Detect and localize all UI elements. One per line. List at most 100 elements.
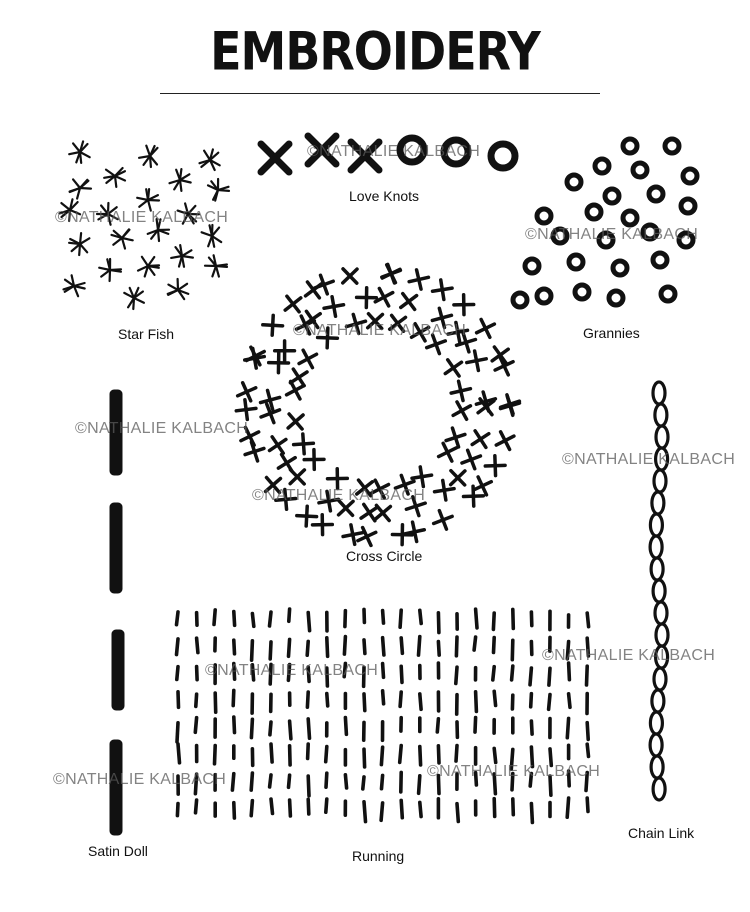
cross-circle-stitch: [303, 280, 324, 300]
cross-circle-stitch: [295, 504, 319, 528]
running-stitch: [380, 608, 386, 625]
star-fish-label: Star Fish: [118, 326, 175, 342]
running-stitch: [174, 637, 180, 657]
running-stitch: [324, 666, 330, 688]
running-stitch: [417, 608, 424, 626]
running-stitch: [397, 743, 404, 765]
cross-circle-stitch: [498, 393, 522, 416]
cross-circle-stitch: [272, 339, 297, 363]
running-stitch: [454, 635, 459, 658]
watermark-text: ©NATHALIE KALBACH: [307, 143, 481, 160]
chain-link-stitch: [654, 424, 670, 450]
cross-circle-stitch: [452, 293, 476, 317]
cross-circle-stitch: [449, 379, 473, 403]
granny-stitch: [662, 136, 682, 156]
chain-link-stitch: [651, 380, 667, 406]
cross-circle-stitch: [302, 447, 326, 472]
running-stitch: [548, 774, 553, 798]
cross-circle-stitch: [454, 331, 478, 354]
running-stitch: [380, 688, 386, 706]
cross-circle-stitch: [322, 295, 346, 318]
running-stitch: [250, 611, 256, 629]
cross-knot-stitch: [304, 132, 340, 168]
cross-circle-stitch: [461, 484, 486, 508]
cross-circle-stitch: [355, 478, 375, 498]
star-fish-stitch: [198, 148, 221, 172]
running-stitch: [529, 745, 535, 769]
running-stitch: [510, 607, 516, 631]
running-stitch: [492, 796, 497, 819]
star-fish-stitch: [110, 228, 134, 250]
granny-stitch: [640, 222, 660, 242]
granny-stitch: [676, 230, 696, 250]
running-stitch: [510, 771, 515, 792]
cross-circle-stitch: [407, 268, 431, 291]
star-fish-stitch: [170, 244, 194, 268]
star-fish-stitch: [166, 277, 190, 301]
cross-circle-stitch: [451, 400, 473, 422]
chain-link-label: Chain Link: [628, 825, 695, 841]
running-stitch: [286, 637, 292, 659]
star-fish-stitch: [168, 168, 192, 192]
cross-circle-stitch: [284, 379, 306, 401]
running-stitch: [343, 772, 349, 790]
running-stitch: [473, 770, 479, 787]
running-stitch: [584, 664, 590, 687]
running-stitch: [342, 661, 348, 679]
running-stitch: [566, 691, 572, 710]
granny-stitch: [564, 172, 584, 192]
cross-circle-stitch: [409, 321, 431, 343]
chain-link-stitch: [651, 776, 667, 802]
running-stitch: [565, 796, 571, 820]
running-stitch: [193, 798, 199, 815]
running-stitch: [509, 747, 515, 772]
cross-circle-stitch: [302, 309, 322, 330]
running-stitch: [455, 801, 461, 824]
running-stitch: [324, 771, 329, 790]
running-stitch: [343, 608, 348, 629]
running-stitch: [473, 689, 479, 714]
running-stitch: [305, 742, 311, 761]
running-stitch: [416, 634, 422, 657]
star-fish-stitch: [136, 255, 161, 278]
cross-circle-stitch: [274, 487, 298, 512]
star-fish-stitch: [200, 223, 223, 248]
cross-circle-stitch: [239, 425, 261, 447]
running-stitch: [323, 797, 329, 815]
running-stitch: [490, 664, 497, 682]
cross-circle-stitch: [436, 441, 459, 463]
cross-circle-stitch: [446, 320, 470, 344]
star-fish-stitch: [68, 178, 93, 200]
running-stitch: [306, 610, 312, 633]
cross-circle-stitch: [344, 312, 368, 336]
granny-stitch: [592, 156, 612, 176]
running-stitch: [267, 773, 273, 789]
running-stitch: [230, 771, 236, 792]
cross-circle-stitch: [312, 273, 335, 296]
granny-stitch: [606, 288, 626, 308]
cross-circle-stitch: [315, 326, 340, 350]
running-stitch: [529, 719, 534, 736]
cross-circle-stitch: [244, 345, 266, 367]
running-stitch: [436, 639, 442, 657]
chain-link-stitch: [648, 732, 664, 758]
star-fish-stitch: [123, 286, 145, 311]
chain-link-stitch: [654, 622, 670, 648]
cross-circle-stitch: [399, 291, 419, 312]
star-fish-stitch: [62, 274, 86, 298]
running-stitch: [306, 774, 311, 798]
granny-stitch: [566, 252, 586, 272]
star-fish-stitch: [95, 201, 119, 226]
running-stitch: [380, 661, 386, 680]
cross-circle-stitch: [235, 381, 258, 403]
round-knot-stitch: [396, 134, 428, 166]
running-stitch: [585, 636, 591, 658]
running-stitch: [174, 610, 180, 627]
cross-circle-stitch: [470, 429, 491, 450]
granny-stitch: [510, 290, 530, 310]
cross-circle-stitch: [432, 478, 456, 502]
title-divider: [160, 93, 600, 94]
granny-stitch: [534, 286, 554, 306]
chain-link-stitch: [648, 534, 664, 560]
cross-circle-stitch: [448, 468, 467, 487]
